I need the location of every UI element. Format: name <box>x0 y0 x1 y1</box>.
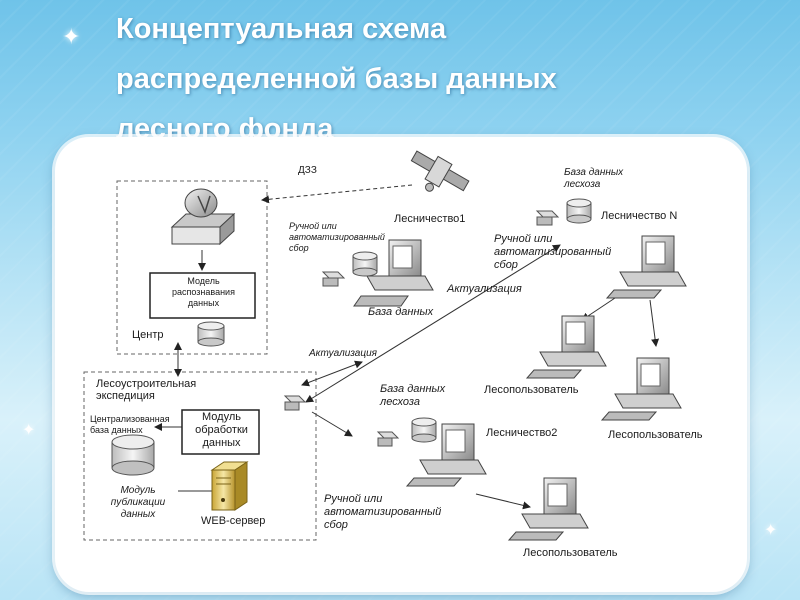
lesopolzovatel-label: Лесопользователь <box>608 429 703 441</box>
db-leskhoz-label: База данных лесхоза <box>380 383 445 409</box>
lesnichestvo-n-label: Лесничество N <box>601 210 678 222</box>
text-line: Ручной или <box>494 233 553 245</box>
text-line: база данных <box>90 425 143 435</box>
slide-title: Концептуальная схема распределенной базы… <box>116 4 756 154</box>
text-line: публикации <box>110 497 166 508</box>
text-line: данных <box>202 437 241 449</box>
recognition-model-box <box>149 272 256 319</box>
computer-icon <box>525 315 607 379</box>
processing-module-label: Модуль обработки данных <box>184 411 259 450</box>
text-line: лесхоза <box>564 179 601 190</box>
baza-dannykh-label: База данных <box>368 306 434 318</box>
web-server-icon <box>210 461 249 511</box>
dzz-arrow <box>261 184 413 204</box>
text-line: База данных <box>380 383 446 395</box>
text-line: автоматизированный <box>494 246 612 258</box>
database-icon <box>197 321 225 347</box>
router-icon <box>535 210 560 226</box>
central-db-label: Централизованная база данных <box>90 414 170 436</box>
text-line: Модель <box>187 276 220 286</box>
database-icon <box>111 434 155 476</box>
title-line: распределенной базы данных <box>116 63 557 95</box>
manual-collection-label: Ручной или автоматизированный сбор <box>289 221 385 254</box>
text-line: сбор <box>494 259 518 271</box>
router-icon <box>283 395 307 411</box>
sparkle-icon: ✦ <box>22 422 36 439</box>
text-line: База данных <box>564 167 624 178</box>
computer-icon <box>405 423 487 487</box>
dzz-label: ДЗЗ <box>298 165 317 176</box>
text-line: данных <box>187 298 220 308</box>
processing-module-box <box>181 409 260 455</box>
lesnichestvo2-to-user3-arrow <box>475 493 531 510</box>
computer-icon <box>605 235 687 299</box>
recognition-model-label: Модель распознавания данных <box>152 276 255 309</box>
lesopolzovatel-label: Лесопользователь <box>523 547 618 559</box>
lesnichestvo2-label: Лесничество2 <box>486 427 558 439</box>
text-line: данных <box>120 509 156 520</box>
text-line: Централизованная <box>90 414 170 424</box>
lesnichestvo1-label: Лесничество1 <box>394 213 466 225</box>
router-to-lesnichestvo2-arrow <box>311 411 353 437</box>
text-line: распознавания <box>172 287 235 297</box>
database-icon <box>411 417 437 443</box>
text-line: Ручной или <box>289 221 337 231</box>
router-icon <box>321 271 346 287</box>
database-icon <box>352 251 378 277</box>
manual-collection-label: Ручной или автоматизированный сбор <box>494 233 611 272</box>
sparkle-icon: ✦ <box>764 522 778 539</box>
publication-module-label: Модуль публикации данных <box>100 485 176 521</box>
router-icon <box>376 431 400 447</box>
aktualizatsiya-label: Актуализация <box>309 348 377 359</box>
computer-icon <box>353 239 434 307</box>
database-icon <box>566 198 592 224</box>
title-line: Концептуальная схема <box>116 13 447 45</box>
antenna-icon <box>170 188 236 246</box>
text-line: автоматизированный <box>289 232 385 242</box>
text-line: обработки <box>195 424 248 436</box>
computer-icon <box>600 357 682 421</box>
text-line: Модуль <box>120 485 156 496</box>
n-to-user2-arrow <box>649 299 660 347</box>
expedition-label: Лесоустроительная экспедиция <box>96 378 196 402</box>
text-line: экспедиция <box>96 390 155 402</box>
text-line: Ручной или <box>324 493 383 505</box>
text-line: автоматизированный <box>324 506 442 518</box>
text-line: лесхоза <box>380 396 420 408</box>
db-leskhoz-label: База данных лесхоза <box>564 167 623 191</box>
web-server-label: WEB-сервер <box>201 515 266 527</box>
computer-icon <box>507 477 589 541</box>
text-line: Лесоустроительная <box>96 378 197 390</box>
aktualizatsiya-label: Актуализация <box>447 283 522 295</box>
sparkle-icon: ✦ <box>62 24 81 49</box>
aktualizatsiya-arrow-1 <box>305 244 561 403</box>
text-line: сбор <box>324 519 348 531</box>
expedition-group-frame <box>83 371 317 541</box>
text-line: сбор <box>289 243 309 253</box>
satellite-icon <box>410 150 470 192</box>
text-line: Модуль <box>202 411 241 423</box>
center-label: Центр <box>132 329 164 341</box>
lesopolzovatel-label: Лесопользователь <box>484 384 579 396</box>
manual-collection-label: Ручной или автоматизированный сбор <box>324 493 441 532</box>
